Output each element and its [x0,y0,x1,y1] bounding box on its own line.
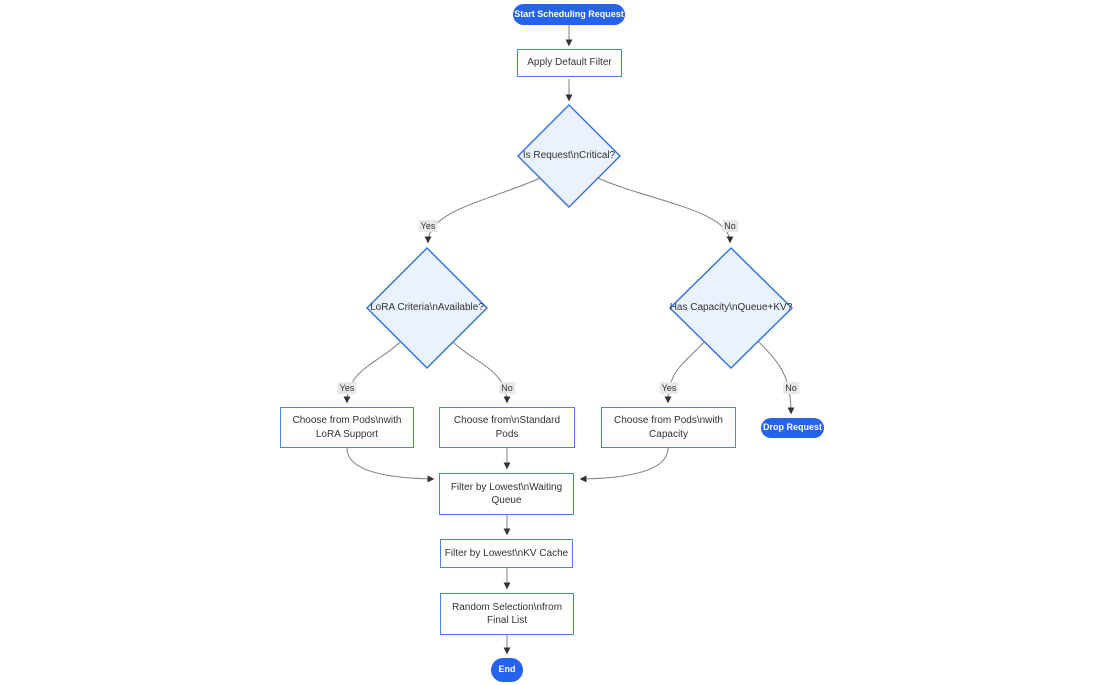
label-has-capacity: Has Capacity\nQueue+KV? [669,302,793,313]
node-start: Start Scheduling Request [513,4,625,25]
edge-critical-yes-to-lora [424,177,541,244]
edge-label-lora-yes: Yes [337,382,357,394]
node-apply-default-filter: Apply Default Filter [517,49,622,77]
edge-critical-no-to-capacity [597,177,734,244]
node-drop-request: Drop Request [761,418,824,438]
edge-choose-lora-to-filter-queue [346,447,435,483]
node-choose-capacity-pods: Choose from Pods\nwith Capacity [601,407,736,448]
node-filter-kv-cache: Filter by Lowest\nKV Cache [440,539,573,568]
edge-label-critical-yes: Yes [418,220,438,232]
edge-label-lora-no: No [499,382,515,394]
edge-label-capacity-no: No [783,382,799,394]
label-lora-available: LoRA Criteria\nAvailable? [370,302,484,313]
edge-choose-capacity-to-filter-queue [579,447,669,483]
edge-capacity-no-to-drop [757,340,795,415]
label-is-critical: Is Request\nCritical? [522,150,616,161]
decision-has-capacity [669,247,793,369]
edge-label-capacity-yes: Yes [659,382,679,394]
node-random-selection: Random Selection\nfrom Final List [440,593,574,635]
node-filter-waiting-queue: Filter by Lowest\nWaiting Queue [439,473,574,515]
decision-is-critical [517,104,621,208]
node-choose-lora-pods: Choose from Pods\nwith LoRA Support [280,407,414,448]
node-end: End [491,658,523,682]
edge-label-critical-no: No [722,220,738,232]
node-choose-standard-pods: Choose from\nStandard Pods [439,407,575,448]
decision-lora-available [366,247,488,369]
